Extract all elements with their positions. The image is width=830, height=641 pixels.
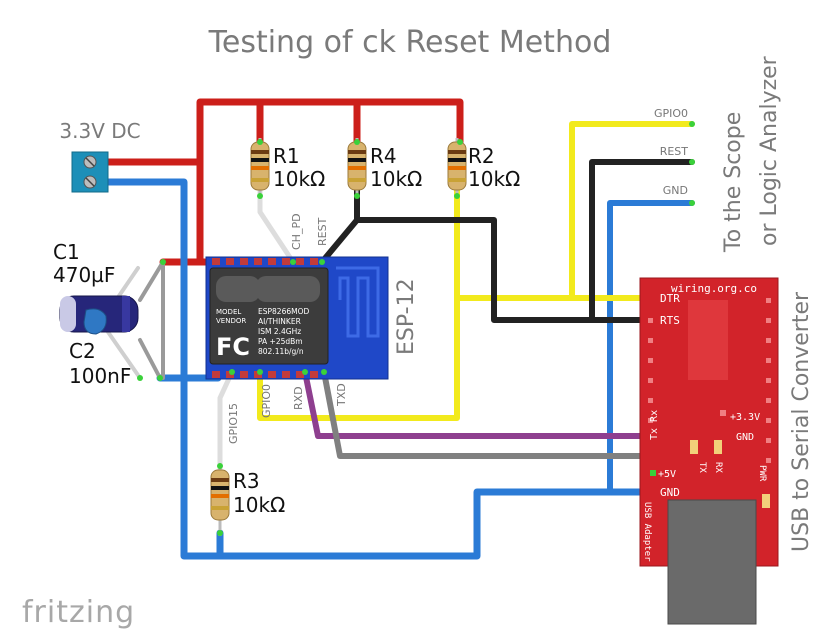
black-wire-probe: [589, 159, 695, 323]
esp-module-line-4: PA +25dBm: [258, 337, 303, 346]
usb-rx-led-label: RX: [713, 462, 723, 473]
probe-label-line2: or Logic Analyzer: [757, 55, 782, 246]
r3-value: 10kΩ: [233, 493, 285, 517]
usb-gnd2-label: GND: [736, 432, 754, 443]
esp-module-line-1: ESP8266MOD: [258, 307, 309, 316]
purple-wire-rxd: [302, 369, 653, 439]
probe-label-line1: To the Scope: [721, 112, 746, 253]
blue-wire-probe-gnd: [607, 200, 695, 495]
fritzing-logo: fritzing: [22, 595, 135, 630]
r1-lead: [257, 187, 296, 265]
yellow-wires: [257, 121, 695, 421]
r2-name: R2: [468, 144, 495, 168]
pin-label-gpio0: GPIO0: [260, 384, 273, 418]
usb-board-label: USB to Serial Converter: [789, 291, 814, 552]
usb-3v3-label: +3.3V: [730, 412, 760, 423]
resistor-r1: R1 10kΩ: [250, 138, 325, 196]
usb-pwr-label: PWR: [757, 465, 767, 482]
c1-name: C1: [53, 240, 80, 264]
probe-gnd-label: GND: [663, 184, 688, 197]
red-rail-wire: [101, 98, 464, 166]
diagram-title: Testing of ck Reset Method: [208, 25, 612, 60]
probe-gpio0-label: GPIO0: [654, 107, 688, 120]
resistor-r2: R2 10kΩ: [447, 138, 520, 196]
usb-dtr-label: DTR: [660, 292, 680, 305]
black-wire-rest: [319, 217, 360, 265]
r1-name: R1: [273, 144, 300, 168]
usb-adapter-label: USB Adapter: [642, 502, 652, 562]
c1-lead-bottom: [138, 338, 162, 380]
esp-module-line-3: ISM 2.4GHz: [258, 327, 301, 336]
capacitor-c2: C2 100nF: [69, 308, 131, 388]
usb-5v-label: +5V: [658, 469, 676, 480]
esp-name: ESP-12: [394, 278, 419, 355]
yellow-wire-gpio0: [257, 187, 460, 421]
black-wires: [319, 159, 695, 323]
usb-tx-led-label: TX: [697, 462, 707, 473]
r4-name: R4: [370, 144, 397, 168]
usb-brand: wiring.org.co: [671, 282, 757, 295]
pin-label-txd: TXD: [335, 383, 348, 407]
yellow-wire-probe: [569, 121, 695, 301]
c2-lead-bottom: [106, 330, 142, 380]
c1-value: 470µF: [53, 263, 115, 287]
usb-rts-label: RTS: [660, 314, 680, 327]
antenna-trace: [336, 266, 380, 338]
r1-value: 10kΩ: [273, 167, 325, 191]
gray-wire-txd: [321, 369, 653, 459]
usb-tx-rx-label: Tx Rx: [649, 410, 660, 440]
pin-label-gpio15: GPIO15: [227, 403, 240, 444]
c2-name: C2: [69, 339, 96, 363]
esp-vendor-label: VENDOR: [216, 317, 246, 325]
usb-gnd-label: GND: [660, 486, 680, 499]
resistor-r3: R3 10kΩ: [210, 466, 285, 536]
r2-value: 10kΩ: [468, 167, 520, 191]
connector-dots: [137, 121, 695, 536]
fcc-logo: FC: [216, 333, 250, 361]
probe-rest-label: REST: [660, 145, 689, 158]
blue-ground-wire: [101, 178, 654, 560]
esp-model-label: MODEL: [216, 308, 241, 316]
r4-value: 10kΩ: [370, 167, 422, 191]
c2-body: [83, 308, 107, 335]
r3-lead: [217, 369, 235, 475]
esp-module-line-2: AI/THINKER: [258, 317, 301, 326]
pin-label-ch-pd: CH_PD: [290, 213, 303, 250]
c1-cap-end: [60, 296, 76, 332]
pin-label-rest: REST: [316, 217, 329, 246]
esp12-module: MODEL VENDOR FC ESP8266MOD AI/THINKER IS…: [205, 256, 419, 380]
esp-module-line-5: 802.11b/g/n: [258, 347, 304, 356]
c1-lead-top: [138, 260, 165, 302]
resistor-r4: R4 10kΩ: [347, 138, 422, 196]
black-wire-rts: [354, 187, 653, 323]
r3-name: R3: [233, 469, 260, 493]
pin-label-rxd: RXD: [292, 386, 305, 410]
c2-value: 100nF: [69, 364, 131, 388]
blue-wires: [101, 178, 695, 560]
power-terminal: 3.3V DC: [59, 119, 141, 193]
usb-connector: [667, 499, 757, 625]
power-label: 3.3V DC: [59, 119, 140, 143]
usb-serial-board: wiring.org.co DTR RTS Tx Rx GND +3.3V GN…: [639, 277, 814, 625]
